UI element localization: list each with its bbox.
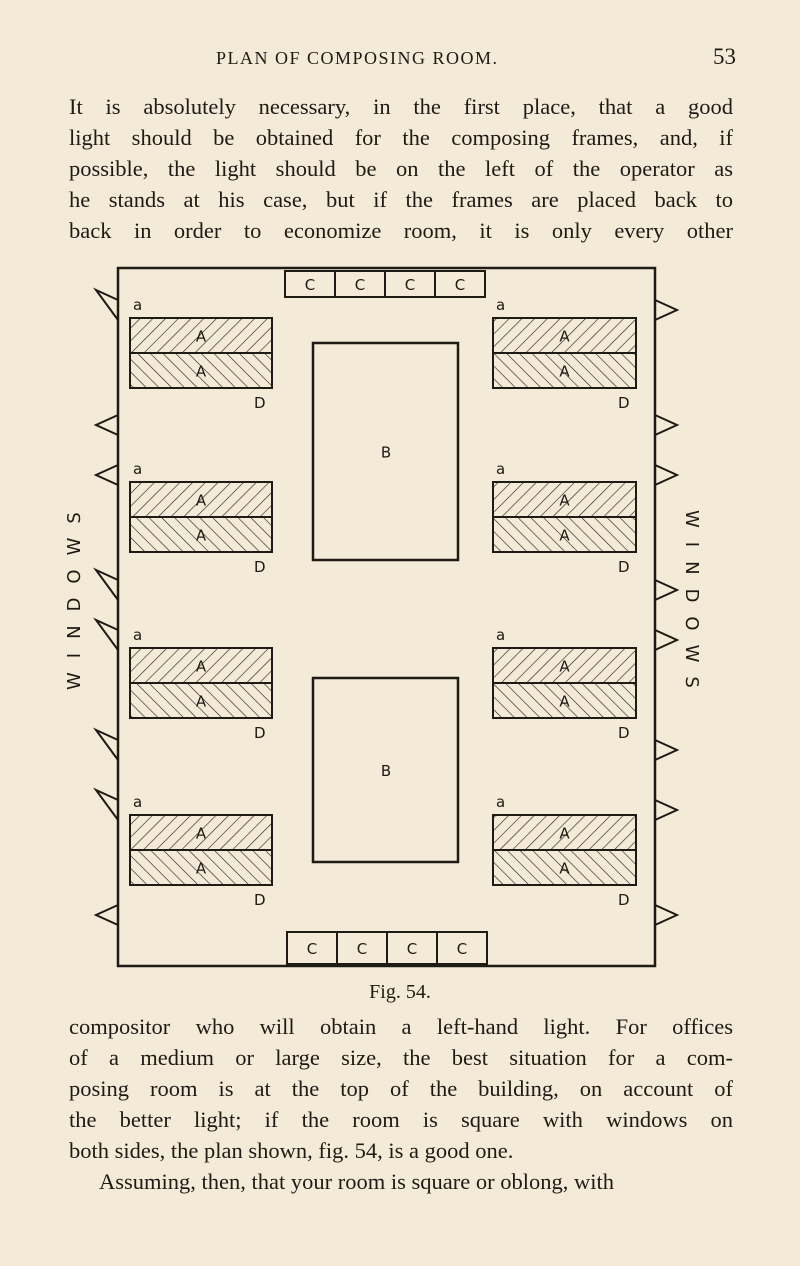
text-line: compositor who will obtain a left-hand l… <box>69 1014 733 1039</box>
case-label: A <box>196 492 207 510</box>
case-label: A <box>559 492 570 510</box>
case-label: A <box>559 363 570 381</box>
running-title: PLAN OF COMPOSING ROOM. <box>216 48 499 68</box>
window-left <box>93 464 119 486</box>
window-right <box>654 464 680 486</box>
text-line: both sides, the plan shown, fig. 54, is … <box>69 1138 514 1163</box>
window-left <box>92 727 119 761</box>
case-lower <box>492 352 637 389</box>
case-lower <box>492 849 637 886</box>
cabinet <box>436 931 488 965</box>
frame-end-label: D <box>618 394 630 412</box>
frame-corner-label: a <box>496 460 505 478</box>
frame-end-label: D <box>254 724 266 742</box>
frame-end-label: D <box>254 891 266 909</box>
window-right <box>654 739 680 761</box>
case-label: A <box>196 363 207 381</box>
table-label: B <box>381 762 391 780</box>
windows-label-right: WINDOWS <box>681 510 702 702</box>
frame-end-label: D <box>618 558 630 576</box>
case-lower <box>129 516 273 553</box>
figure-caption: Fig. 54. <box>369 981 431 1003</box>
case-upper <box>129 647 273 684</box>
window-right <box>654 299 680 321</box>
case-label: A <box>196 693 207 711</box>
frame-end-label: D <box>254 558 266 576</box>
window-left <box>92 617 119 651</box>
case-label: A <box>559 825 570 843</box>
text-line: posing room is at the top of the buildin… <box>69 1076 733 1101</box>
frame-corner-label: a <box>496 626 505 644</box>
frame-corner-label: a <box>496 296 505 314</box>
case-label: A <box>196 328 207 346</box>
cabinet <box>434 270 486 298</box>
cabinet-label: C <box>405 276 415 294</box>
case-lower <box>129 849 273 886</box>
text-line: Assuming, then, that your room is square… <box>99 1169 614 1194</box>
cabinet-label: C <box>305 276 315 294</box>
cabinet-label: C <box>407 940 417 958</box>
case-label: A <box>559 693 570 711</box>
window-right <box>654 799 680 821</box>
cabinet-label: C <box>455 276 465 294</box>
case-label: A <box>196 658 207 676</box>
case-label: A <box>196 825 207 843</box>
window-left <box>93 904 119 926</box>
case-lower <box>129 682 273 719</box>
window-right <box>654 904 680 926</box>
frame-corner-label: a <box>133 460 142 478</box>
case-upper <box>492 647 637 684</box>
case-label: A <box>196 527 207 545</box>
window-left <box>92 287 119 321</box>
case-label: A <box>559 328 570 346</box>
case-lower <box>492 516 637 553</box>
text-line: of a medium or large size, the best situ… <box>69 1045 733 1070</box>
text-line: It is absolutely necessary, in the first… <box>69 94 733 119</box>
frame-corner-label: a <box>496 793 505 811</box>
text-line: the better light; if the room is square … <box>69 1107 733 1132</box>
frame-end-label: D <box>254 394 266 412</box>
cabinet-label: C <box>357 940 367 958</box>
cabinet-label: C <box>307 940 317 958</box>
frame-corner-label: a <box>133 296 142 314</box>
frame-end-label: D <box>618 724 630 742</box>
window-left <box>93 414 119 436</box>
room-outline <box>116 266 657 968</box>
window-left <box>92 567 119 601</box>
case-upper <box>492 481 637 518</box>
window-left <box>92 787 119 821</box>
frame-end-label: D <box>618 891 630 909</box>
case-label: A <box>559 860 570 878</box>
case-label: A <box>559 527 570 545</box>
imposing-table <box>311 341 460 562</box>
text-line: light should be obtained for the composi… <box>69 125 733 150</box>
cabinet-label: C <box>457 940 467 958</box>
window-right <box>654 579 680 601</box>
case-label: A <box>196 860 207 878</box>
case-lower <box>492 682 637 719</box>
window-right <box>654 414 680 436</box>
frame-corner-label: a <box>133 793 142 811</box>
table-label: B <box>381 444 391 462</box>
windows-label-left: WINDOWS <box>64 498 85 690</box>
case-label: A <box>559 658 570 676</box>
text-line: possible, the light should be on the lef… <box>69 156 733 181</box>
text-line: he stands at his case, but if the frames… <box>69 187 733 212</box>
case-upper <box>129 317 273 354</box>
cabinet-label: C <box>355 276 365 294</box>
window-right <box>654 629 680 651</box>
case-lower <box>129 352 273 389</box>
frame-corner-label: a <box>133 626 142 644</box>
imposing-table <box>311 676 460 864</box>
case-upper <box>492 317 637 354</box>
page-number: 53 <box>713 44 736 69</box>
page-header: PLAN OF COMPOSING ROOM. 53 <box>0 44 800 74</box>
text-line: back in order to economize room, it is o… <box>69 218 733 243</box>
